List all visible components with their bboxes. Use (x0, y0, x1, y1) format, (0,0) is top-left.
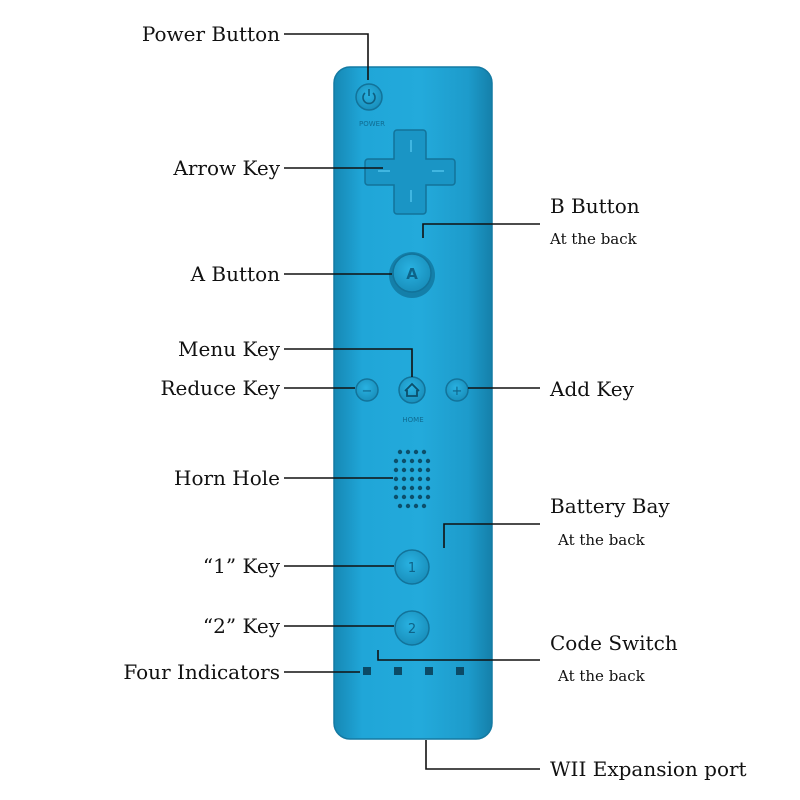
horn-hole (425, 476, 431, 482)
label-menu-key: Menu Key (178, 337, 280, 361)
horn-hole (393, 476, 399, 482)
label-key-2: “2” Key (202, 614, 280, 638)
horn-hole (421, 449, 427, 455)
key-2-button[interactable]: 2 (394, 610, 430, 646)
label-arrow-key: Arrow Key (173, 156, 280, 180)
leader-b-button (422, 223, 540, 238)
label-reduce-key: Reduce Key (160, 376, 280, 400)
label-four-indicators: Four Indicators (123, 660, 280, 684)
horn-hole (409, 485, 415, 491)
arrow-key-dpad[interactable] (364, 129, 456, 215)
horn-hole (425, 485, 431, 491)
horn-hole (425, 494, 431, 500)
horn-hole (393, 458, 399, 464)
horn-hole (417, 458, 423, 464)
horn-hole (409, 467, 415, 473)
horn-hole (397, 449, 403, 455)
horn-hole-grid (393, 449, 431, 509)
plus-text: + (452, 384, 463, 399)
power-button[interactable] (355, 83, 383, 111)
label-code-switch-note: At the back (558, 667, 645, 685)
horn-hole (401, 467, 407, 473)
label-add-key: Add Key (550, 377, 634, 401)
horn-hole (401, 494, 407, 500)
leader-lines (284, 33, 540, 770)
horn-hole (417, 494, 423, 500)
horn-hole (417, 476, 423, 482)
four-indicator-leds (363, 667, 464, 675)
horn-hole (417, 467, 423, 473)
label-battery-bay: Battery Bay (550, 494, 670, 518)
leader-expansion (425, 740, 540, 770)
key-1-text: 1 (408, 561, 416, 576)
horn-hole (405, 503, 411, 509)
leader-code-switch (377, 650, 540, 661)
key-1-button[interactable]: 1 (394, 549, 430, 585)
label-battery-note: At the back (558, 531, 645, 549)
power-icon (362, 92, 376, 105)
a-button[interactable]: A (389, 252, 435, 298)
power-text: POWER (359, 120, 385, 128)
horn-hole (393, 485, 399, 491)
reduce-key[interactable]: − (355, 378, 379, 402)
label-b-button-note: At the back (550, 230, 637, 248)
leader-menu (284, 348, 413, 377)
horn-hole (409, 458, 415, 464)
horn-hole (401, 458, 407, 464)
label-a-button: A Button (190, 262, 280, 286)
add-key[interactable]: + (445, 378, 469, 402)
horn-hole (413, 503, 419, 509)
horn-hole (421, 503, 427, 509)
key-2-text: 2 (408, 622, 416, 637)
menu-home-key[interactable] (398, 376, 426, 404)
label-expansion-port: WII Expansion port (550, 757, 747, 781)
horn-hole (393, 467, 399, 473)
label-code-switch: Code Switch (550, 631, 678, 655)
label-b-button: B Button (550, 194, 640, 218)
home-icon (404, 382, 420, 397)
label-key-1: “1” Key (202, 554, 280, 578)
horn-hole (401, 485, 407, 491)
horn-hole (413, 449, 419, 455)
horn-hole (393, 494, 399, 500)
horn-hole (397, 503, 403, 509)
horn-hole (405, 449, 411, 455)
leader-battery (443, 523, 540, 548)
horn-hole (401, 476, 407, 482)
horn-hole (409, 476, 415, 482)
horn-hole (425, 467, 431, 473)
horn-hole (417, 485, 423, 491)
label-power-button: Power Button (141, 22, 280, 46)
horn-hole (409, 494, 415, 500)
label-horn-hole: Horn Hole (174, 466, 280, 490)
leader-power (284, 33, 369, 80)
horn-hole (425, 458, 431, 464)
minus-text: − (362, 384, 373, 399)
a-button-text: A (406, 265, 418, 283)
home-text: HOME (402, 416, 423, 424)
